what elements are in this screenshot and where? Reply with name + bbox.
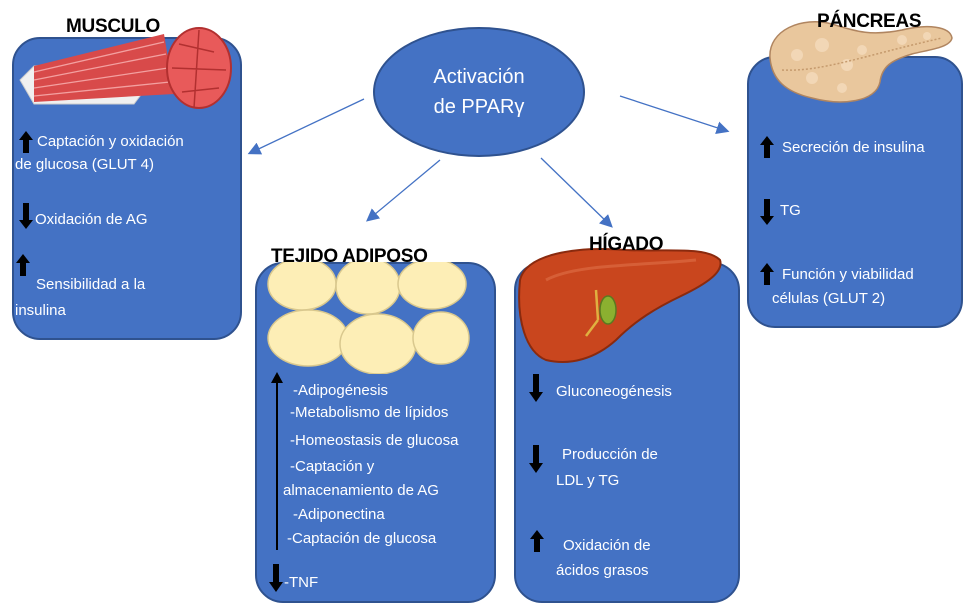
liver-illustration (518, 248, 722, 363)
arrow-to-musculo (247, 98, 365, 155)
pancreas-item-2: TG (780, 202, 801, 219)
adiposo-up-6: -Adiponectina (293, 506, 385, 523)
pancreas-box (747, 56, 963, 328)
pancreas-illustration (769, 21, 953, 103)
adiposo-up-4: -Captación y (290, 458, 375, 475)
adiposo-up-3: -Homeostasis de glucosa (290, 432, 459, 449)
arrow-down-icon (760, 199, 774, 225)
bracket-up-arrow-icon (271, 372, 283, 550)
higado-item-3-line1: Oxidación de (563, 537, 651, 554)
arrow-up-icon (760, 263, 774, 285)
center-line2: de PPARγ (433, 96, 525, 118)
arrow-down-icon (529, 374, 543, 402)
higado-title: HÍGADO (589, 234, 664, 255)
adiposo-up-2: -Metabolismo de lípidos (290, 404, 449, 421)
arrow-to-pancreas (619, 95, 730, 134)
arrow-down-icon (269, 564, 283, 592)
pancreas-title: PÁNCREAS (817, 11, 922, 32)
adiposo-down-1: -TNF (284, 574, 319, 591)
higado-item-1: Gluconeogénesis (556, 383, 672, 400)
adipocytes-illustration (267, 262, 470, 374)
arrow-to-higado (540, 157, 613, 228)
arrow-to-adiposo (366, 159, 441, 222)
arrow-down-icon (529, 445, 543, 473)
higado-item-2-line2: LDL y TG (556, 472, 620, 489)
ppar-activation-node: Activación de PPARγ (373, 27, 585, 157)
adiposo-up-1: -Adipogénesis (293, 382, 389, 399)
adiposo-up-5: almacenamiento de AG (283, 482, 439, 499)
arrow-up-icon (530, 530, 544, 552)
musculo-item-1-line1: Captación y oxidación (37, 133, 184, 150)
musculo-item-1-line2: de glucosa (GLUT 4) (15, 156, 154, 173)
muscle-illustration (19, 27, 232, 109)
musculo-item-3-line2: insulina (15, 302, 66, 319)
adiposo-title: TEJIDO ADIPOSO (271, 246, 428, 267)
higado-item-3-line2: ácidos grasos (556, 562, 649, 579)
adiposo-up-7: -Captación de glucosa (287, 530, 437, 547)
arrow-up-icon (16, 254, 30, 276)
arrow-up-icon (19, 131, 33, 153)
musculo-title: MUSCULO (66, 16, 160, 37)
musculo-item-3-line1: Sensibilidad a la (36, 276, 146, 293)
musculo-item-2: Oxidación de AG (35, 211, 148, 228)
arrow-up-icon (760, 136, 774, 158)
pancreas-item-3-line2: células (GLUT 2) (772, 290, 886, 307)
arrow-down-icon (19, 203, 33, 229)
higado-item-2-line1: Producción de (562, 446, 658, 463)
pancreas-item-1: Secreción de insulina (782, 139, 925, 156)
center-line1: Activación (433, 66, 525, 88)
pancreas-item-3-line1: Función y viabilidad (782, 266, 914, 283)
